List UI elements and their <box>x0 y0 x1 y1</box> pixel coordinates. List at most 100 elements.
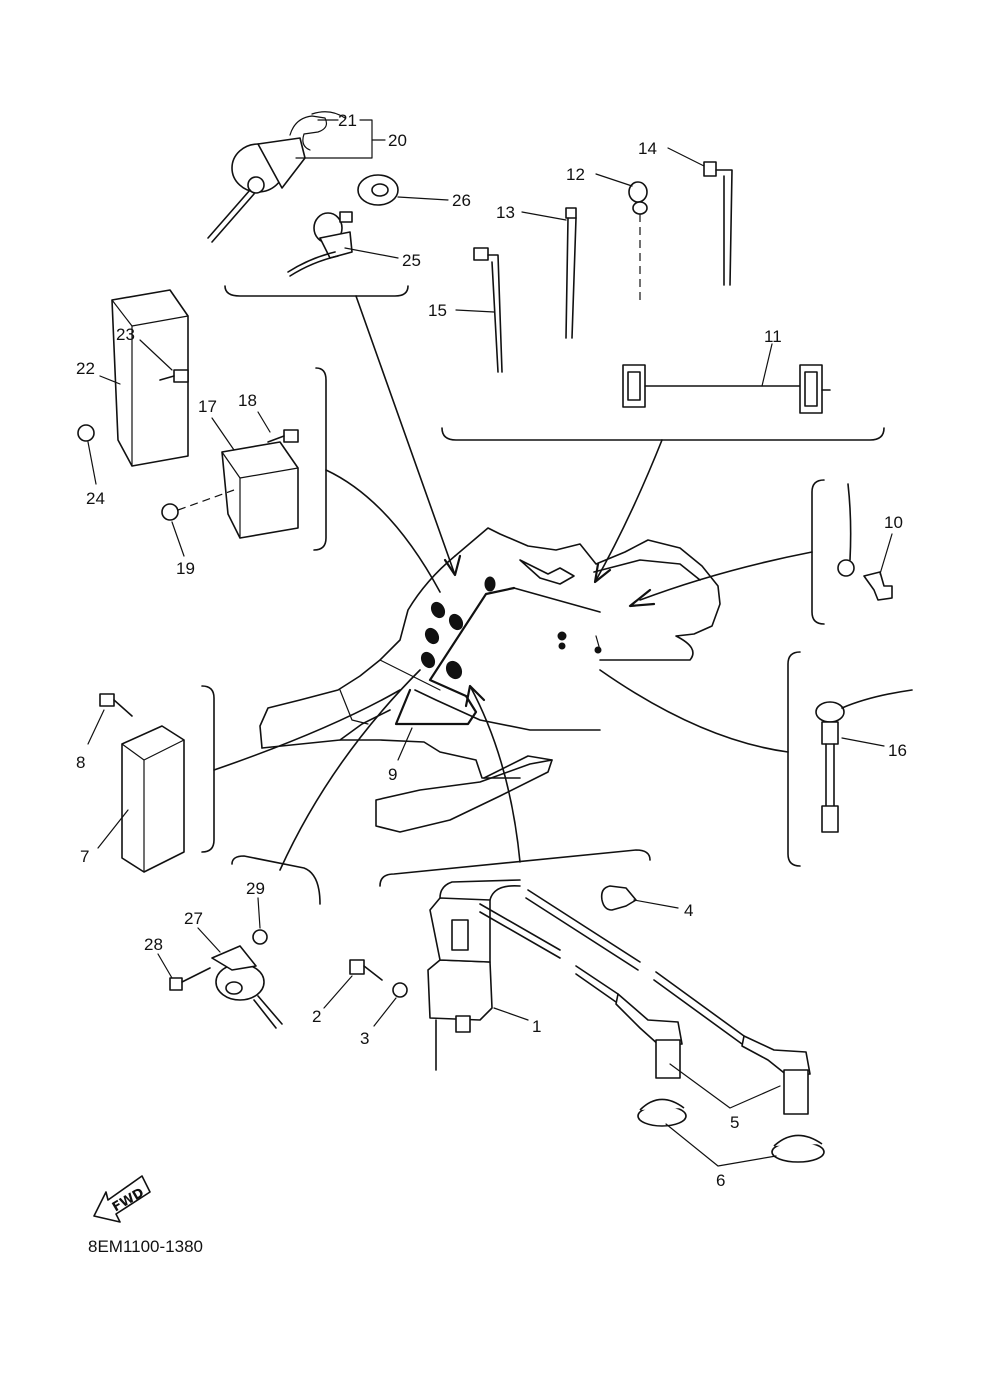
callout-6: 6 <box>716 1171 725 1190</box>
callout-20: 20 <box>388 131 407 150</box>
callout-4: 4 <box>684 901 693 920</box>
leader-11 <box>761 343 773 387</box>
harness-connectors <box>420 576 602 680</box>
leader-4 <box>633 899 679 909</box>
leader-27 <box>197 927 221 953</box>
nut-24 <box>77 424 95 442</box>
leader-7 <box>97 809 129 849</box>
callout-27: 27 <box>184 909 203 928</box>
leader-10 <box>879 533 893 575</box>
callout-18: 18 <box>238 391 257 410</box>
plug-cap-5b <box>741 1035 811 1115</box>
leader-22 <box>99 375 121 385</box>
callout-1: 1 <box>532 1017 541 1036</box>
cable-band-15 <box>473 247 503 373</box>
arrow-head-2 <box>593 562 612 584</box>
thermo-switch-16 <box>815 689 913 833</box>
rectifier-7 <box>121 725 185 873</box>
leader-5 <box>669 1063 781 1109</box>
ignition-coil-1 <box>427 879 521 1071</box>
leader-8 <box>87 709 105 745</box>
callout-3: 3 <box>360 1029 369 1048</box>
cdi-unit-22 <box>111 289 189 467</box>
callout-24: 24 <box>86 489 105 508</box>
fuse-holder-11 <box>622 364 831 414</box>
leader-16 <box>841 737 885 747</box>
leader-bracket-16-to-body <box>599 669 789 753</box>
bracket-left <box>313 367 327 551</box>
leader-3 <box>373 997 397 1027</box>
plug-cap-5a <box>615 993 683 1079</box>
leader-bracket-top-left-to-body <box>355 295 456 576</box>
leader-25 <box>344 247 399 259</box>
cable-band-14 <box>703 161 733 286</box>
callout-11: 11 <box>764 327 782 346</box>
switch-cap <box>357 174 399 206</box>
leader-13 <box>521 211 567 221</box>
earth-lead-10 <box>837 483 893 601</box>
main-switch-assembly <box>207 111 346 243</box>
leader-bracket-7-to-body <box>213 689 401 771</box>
bracket-top-left <box>224 285 409 297</box>
clamp-4 <box>600 885 637 911</box>
callout-15: 15 <box>428 301 447 320</box>
leader-29 <box>257 897 261 929</box>
leader-24 <box>87 441 97 485</box>
leader-20-bracket <box>295 119 373 159</box>
frame-body <box>259 527 721 833</box>
leader-2 <box>323 975 353 1009</box>
bolt-28 <box>169 967 211 991</box>
leader-9 <box>397 727 413 761</box>
bracket-left-7 <box>201 685 215 853</box>
callout-19: 19 <box>176 559 195 578</box>
spark-plug-lead-left <box>479 903 619 1003</box>
cover-6b <box>771 1134 825 1163</box>
callout-2: 2 <box>312 1007 321 1026</box>
callout-labels: 1 2 3 4 5 6 7 8 9 10 11 12 13 14 15 16 1… <box>76 111 907 1190</box>
nut-29 <box>252 929 268 945</box>
callout-10: 10 <box>884 513 903 532</box>
mount-line-19 <box>177 489 235 511</box>
leader-14 <box>667 147 705 167</box>
bracket-right-10 <box>811 479 825 625</box>
leader-28 <box>157 953 173 979</box>
leader-6 <box>665 1123 777 1167</box>
sensor-27 <box>211 945 283 1029</box>
leader-bracket-top-right-to-body <box>594 439 663 583</box>
callout-22: 22 <box>76 359 95 378</box>
leader-bracket-10-to-body <box>639 551 813 601</box>
spark-plug-lead-right <box>525 889 745 1045</box>
leader-26 <box>397 196 449 201</box>
leader-17 <box>211 417 235 451</box>
arrow-head-3 <box>628 588 656 608</box>
cable-band-13 <box>565 207 577 339</box>
cover-6a <box>637 1098 687 1127</box>
cdi-unit-17 <box>221 441 299 539</box>
forward-arrow-icon: FWD <box>93 1175 151 1223</box>
callout-14: 14 <box>638 139 657 158</box>
callout-29: 29 <box>246 879 265 898</box>
callout-26: 26 <box>452 191 471 210</box>
leader-23 <box>139 339 173 371</box>
leader-bracket-lower-right-to-body <box>469 685 521 863</box>
bracket-top-right <box>441 427 885 441</box>
callout-7: 7 <box>80 847 89 866</box>
leader-1 <box>493 1007 529 1021</box>
washer-3 <box>392 982 408 998</box>
leader-bracket-left-to-body <box>325 469 441 593</box>
leader-bracket-lower-left-to-body <box>279 669 421 871</box>
arrow-head-4 <box>464 684 486 708</box>
wire-harness-9 <box>394 586 601 726</box>
leader-19 <box>171 521 185 557</box>
callout-8: 8 <box>76 753 85 772</box>
callout-25: 25 <box>402 251 421 270</box>
callout-28: 28 <box>144 935 163 954</box>
bracket-lower-right <box>379 849 651 887</box>
bracket-right-16 <box>787 651 801 867</box>
callout-9: 9 <box>388 765 397 784</box>
arrow-head-1 <box>443 554 462 577</box>
bolt-23 <box>159 369 189 383</box>
leader-12 <box>595 173 633 187</box>
callout-12: 12 <box>566 165 585 184</box>
callout-23: 23 <box>116 325 135 344</box>
